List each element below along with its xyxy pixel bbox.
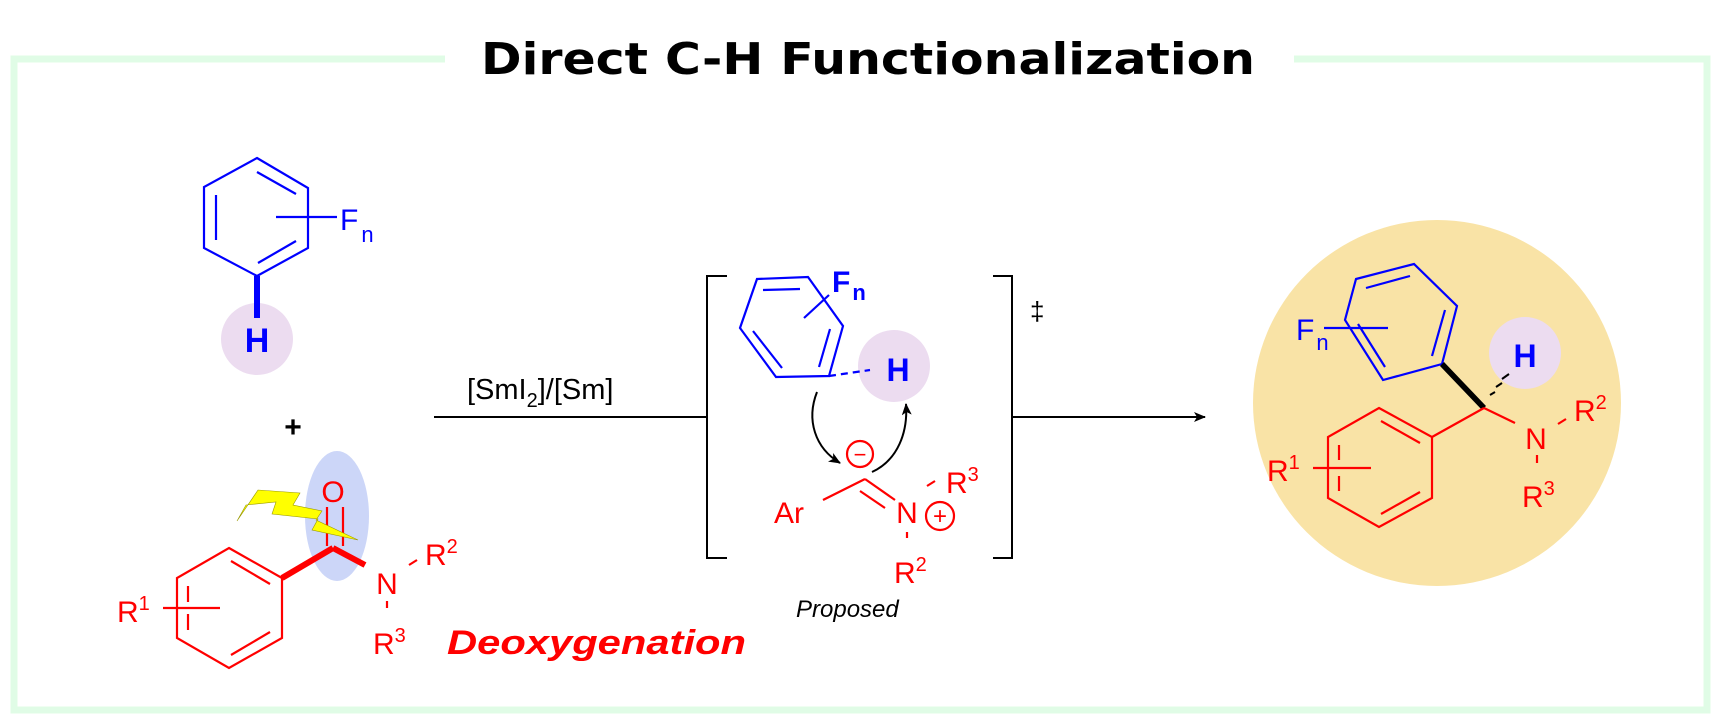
minus-sign: − bbox=[854, 442, 867, 467]
curved-arrow-icon bbox=[871, 403, 912, 473]
minus-charge-icon bbox=[845, 439, 875, 469]
frame bbox=[10, 55, 1711, 714]
plus-sign: + bbox=[284, 411, 302, 444]
r3-label: R3 bbox=[946, 464, 979, 500]
transition-state: Fn H Ar − N + R3 R2 Proposed bbox=[738, 266, 979, 623]
product-highlight bbox=[1253, 220, 1621, 586]
curved-arrow-icon bbox=[811, 391, 841, 464]
product: Fn H N R1 R2 R3 bbox=[1253, 220, 1621, 586]
lightning-icon bbox=[236, 489, 359, 541]
fn-label: Fn bbox=[1296, 314, 1329, 355]
amide-reactant: O N R1 R2 R3 bbox=[117, 451, 458, 670]
h-label: H bbox=[245, 322, 270, 360]
nitrogen-label: N bbox=[1525, 423, 1547, 456]
nitrogen-label: N bbox=[376, 568, 398, 601]
plus-sign: + bbox=[933, 503, 947, 530]
h-highlight bbox=[858, 330, 930, 402]
plus-charge-icon bbox=[924, 500, 956, 532]
r2-label: R2 bbox=[894, 554, 927, 590]
ar-label: Ar bbox=[774, 497, 804, 530]
h-label: H bbox=[1513, 338, 1536, 374]
r1-label: R1 bbox=[117, 593, 150, 629]
left-bracket bbox=[706, 275, 727, 559]
double-dagger: ‡ bbox=[1030, 296, 1044, 326]
benzene-ring bbox=[738, 275, 845, 379]
reagent-label: [SmI2]/[Sm] bbox=[467, 374, 613, 412]
r1-label: R1 bbox=[1267, 452, 1300, 488]
wedge-bond bbox=[1440, 362, 1486, 410]
proposed-caption: Proposed bbox=[796, 596, 899, 623]
r3-label: R3 bbox=[373, 625, 406, 661]
carbonyl-highlight bbox=[305, 451, 369, 581]
h-highlight bbox=[1489, 317, 1561, 389]
right-bracket bbox=[993, 275, 1013, 559]
h-highlight bbox=[221, 303, 293, 375]
deoxygenation-label: Deoxygenation bbox=[447, 624, 746, 662]
fn-label: Fn bbox=[832, 266, 866, 305]
r2-label: R2 bbox=[425, 536, 458, 572]
r3-label: R3 bbox=[1522, 478, 1555, 514]
scheme-title: Direct C-H Functionalization bbox=[481, 34, 1255, 85]
h-label: H bbox=[886, 352, 909, 388]
oxygen-label: O bbox=[321, 476, 344, 509]
r2-label: R2 bbox=[1574, 392, 1607, 428]
nitrogen-label: N bbox=[896, 497, 918, 530]
